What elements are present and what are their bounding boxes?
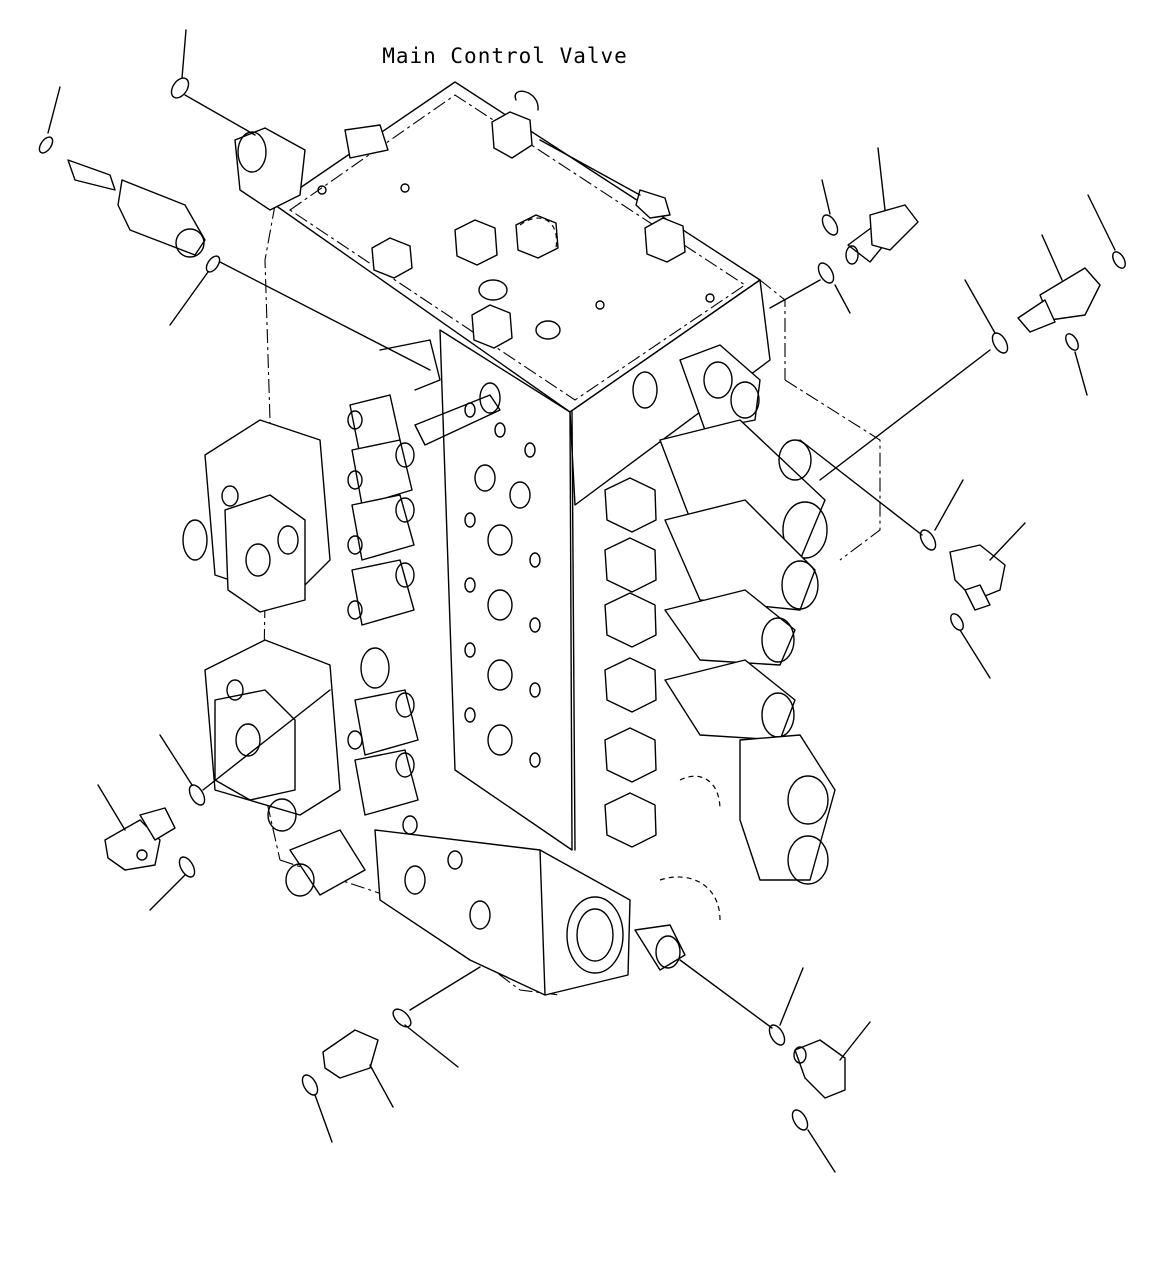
o-rings <box>38 77 1126 1131</box>
fitting-upper-right-a <box>845 204 919 265</box>
diagram-title: Main Control Valve <box>382 44 628 68</box>
fitting-left-middle <box>104 807 176 871</box>
hidden-edges <box>519 217 721 921</box>
main-control-valve-body <box>67 81 881 996</box>
fitting-right-middle <box>949 544 1006 611</box>
fitting-bottom-right <box>793 1039 846 1099</box>
leader-lines <box>47 29 1116 1173</box>
fitting-bottom-left <box>322 1029 379 1079</box>
fitting-upper-right-b <box>1017 267 1101 333</box>
